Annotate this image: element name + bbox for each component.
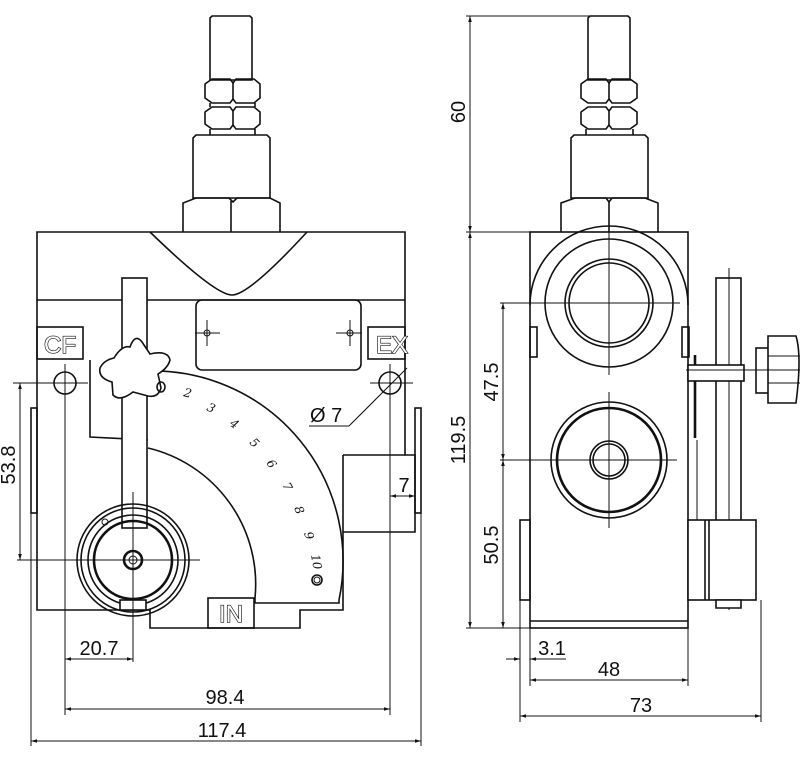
scale-mark: 4: [226, 415, 241, 431]
valve-body-side: [500, 225, 690, 629]
scale-mark: 9: [301, 530, 317, 542]
dim-offset: 3.1: [538, 638, 566, 660]
side-view: 60 119.5 47.5 50.5 3.1 48 73: [448, 15, 800, 722]
front-view: CF EX IN 2 3: [0, 15, 422, 746]
port-in: IN: [207, 597, 255, 629]
dim-upper-port-spacing: 47.5: [481, 363, 503, 402]
mounting-hole-left: [45, 364, 88, 715]
side-dimensions: 60 119.5 47.5 50.5 3.1 48 73: [448, 15, 762, 722]
side-stem: [560, 15, 659, 232]
scale-mark: 8: [291, 504, 307, 517]
dim-hole-diameter: Ø 7: [310, 405, 342, 427]
dim-stem-height: 60: [448, 101, 470, 123]
port-cf: CF: [36, 326, 84, 360]
dim-center-offset: 20.7: [80, 638, 119, 660]
mounting-hole-right: [370, 364, 413, 715]
adjustment-lever: [98, 277, 171, 529]
scale-labels: 2 3 4 5 6 7 8 9 10: [181, 385, 324, 571]
port-ex-label: EX: [376, 332, 408, 359]
scale-mark: 6: [264, 457, 280, 472]
scale-mark: 10: [308, 553, 325, 571]
dim-overall-width-side: 73: [630, 695, 652, 717]
port-in-label: IN: [219, 601, 243, 628]
scale-mark: 3: [205, 400, 218, 416]
dim-body-width: 48: [598, 659, 620, 681]
scale-mark: 2: [181, 385, 193, 401]
port-ex: EX: [367, 326, 409, 360]
dim-body-height: 119.5: [448, 416, 470, 465]
dim-port-offset: 7: [398, 475, 409, 497]
adjustment-stem: [182, 15, 281, 232]
dim-vertical-hole-center: 53.8: [0, 446, 20, 485]
dim-lower-port-height: 50.5: [481, 526, 503, 565]
dim-hole-spacing: 98.4: [206, 687, 245, 709]
scale-mark: 7: [279, 480, 295, 494]
scale-mark: 5: [247, 435, 262, 450]
port-cf-label: CF: [44, 332, 76, 359]
front-dimensions: 53.8 20.7 98.4 117.4 Ø 7 7: [0, 367, 422, 746]
side-lever-assembly: [686, 268, 800, 610]
dim-overall-width-front: 117.4: [198, 720, 247, 742]
rotary-disc: [17, 492, 200, 662]
